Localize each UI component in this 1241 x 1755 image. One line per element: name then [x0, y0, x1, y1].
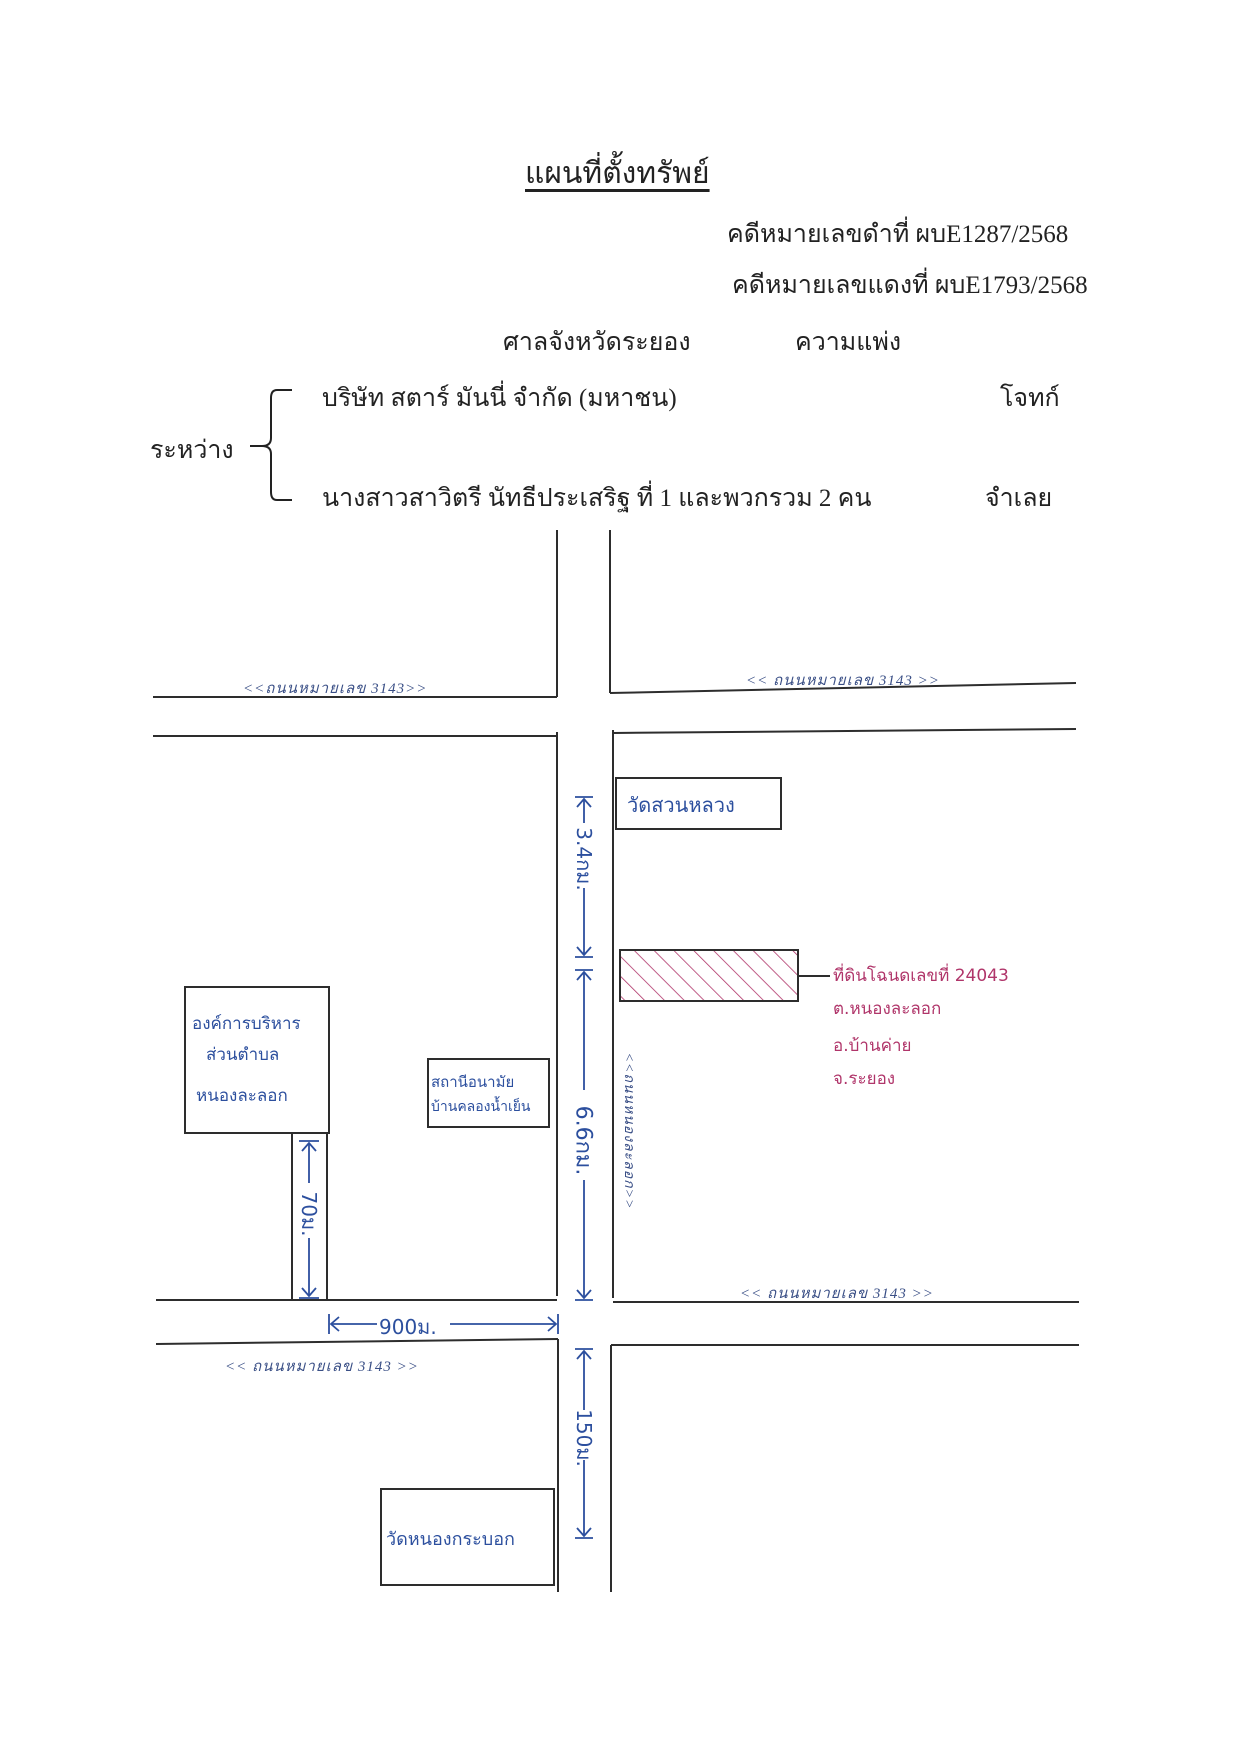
temple-bottom-label: วัดหนองกระบอก	[386, 1529, 515, 1550]
property-district-label: อ.บ้านค่าย	[833, 1036, 912, 1056]
plaintiff-name: บริษัท สตาร์ มันนี่ จำกัด (มหาชน)	[322, 385, 677, 412]
temple-top-label: วัดสวนหลวง	[627, 793, 735, 817]
landmark-health-station: สถานีอนามัย บ้านคลองน้ำเย็น	[427, 1058, 550, 1128]
distance-label-temple-to-property: 3.4กม.	[572, 827, 596, 891]
court-name: ศาลจังหวัดระยอง	[503, 329, 691, 356]
bracket-brace	[250, 389, 292, 501]
landmark-temple-top: วัดสวนหลวง	[615, 777, 782, 830]
road-label-bottom-left: << ถนนหมายเลข 3143 >>	[225, 1359, 419, 1375]
road-label-top-left: <<ถนนหมายเลข 3143>>	[243, 681, 428, 697]
between-label: ระหว่าง	[150, 437, 234, 464]
page-title: แผนที่ตั้งทรัพย์	[525, 157, 710, 190]
dimension-property-to-junction	[575, 969, 593, 1301]
upper-road-right-bottom-edge	[612, 728, 1077, 734]
distance-label-property-to-junction: 6.6กม.	[570, 1105, 596, 1176]
road-label-vertical: <<ถนนหนองละลอก>>	[621, 1052, 636, 1210]
distance-label-office-to-road: 70ม.	[297, 1191, 321, 1237]
dimension-office-to-junction	[328, 1314, 559, 1334]
black-case-number: คดีหมายเลขดำที่ ผบE1287/2568	[727, 221, 1069, 248]
road-label-mid-right: << ถนนหมายเลข 3143 >>	[740, 1286, 934, 1302]
landmark-subdistrict-office: องค์การบริหาร ส่วนตำบล หนองละลอก	[184, 986, 330, 1134]
defendant-name: นางสาวสาวิตรี นัทธีประเสริฐ ที่ 1 และพวก…	[322, 485, 872, 512]
plaintiff-role: โจทก์	[1000, 385, 1060, 412]
distance-label-office-to-junction: 900ม.	[379, 1315, 437, 1339]
property-parcel	[619, 949, 799, 1002]
dimension-temple-to-property	[575, 796, 593, 958]
upper-road-right-top-edge	[609, 682, 1077, 694]
dimension-junction-to-temple	[575, 1348, 593, 1539]
red-case-number: คดีหมายเลขแดงที่ ผบE1793/2568	[732, 272, 1088, 299]
health-station-line2: บ้านคลองน้ำเย็น	[431, 1099, 531, 1115]
office-label-line1: องค์การบริหาร	[192, 1014, 301, 1034]
health-station-line1: สถานีอนามัย	[431, 1073, 515, 1091]
dimension-office-to-road	[299, 1140, 319, 1299]
property-province-label: จ.ระยอง	[833, 1069, 896, 1089]
office-label-line2: ส่วนตำบล	[206, 1045, 280, 1065]
defendant-role: จำเลย	[985, 485, 1053, 512]
property-deed-label: ที่ดินโฉนดเลขที่ 24043	[833, 966, 1009, 986]
landmark-temple-bottom: วัดหนองกระบอก	[380, 1488, 555, 1586]
road-label-top-right: << ถนนหมายเลข 3143 >>	[746, 673, 940, 689]
lower-road-left-bottom-edge	[155, 1338, 559, 1345]
case-type: ความแพ่ง	[795, 329, 902, 356]
distance-label-junction-to-temple: 150ม.	[572, 1409, 596, 1467]
office-label-line3: หนองละลอก	[196, 1086, 288, 1106]
property-subdistrict-label: ต.หนองละลอก	[833, 999, 942, 1019]
